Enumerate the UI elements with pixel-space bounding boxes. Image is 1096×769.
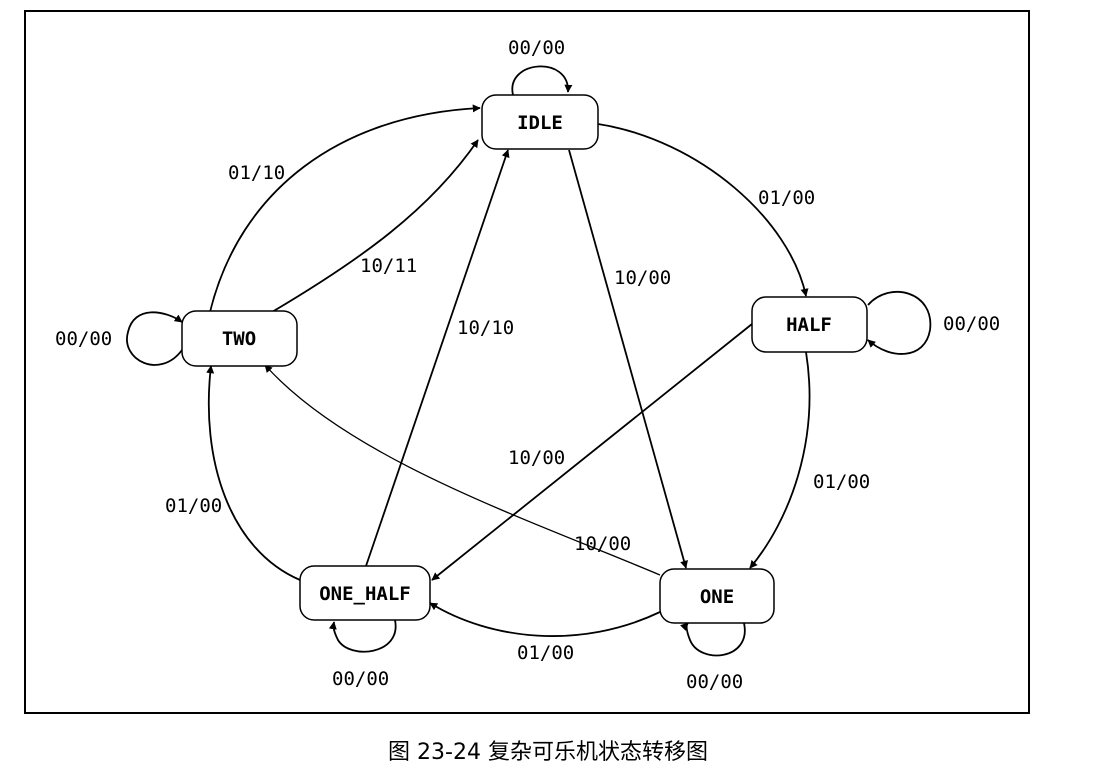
label-half-half: 00/00 [943, 313, 1000, 335]
state-one: ONE [659, 568, 775, 624]
label-onehalf-idle: 10/10 [457, 317, 514, 339]
edge-two-idle-inner [271, 139, 479, 313]
edge-half-half [867, 290, 932, 355]
edge-onehalf-two [206, 365, 301, 581]
state-one-half-label: ONE_HALF [319, 583, 411, 605]
edge-one-onehalf [429, 602, 661, 637]
label-two-idle-inner: 10/11 [360, 255, 417, 277]
edge-half-one [749, 351, 811, 569]
edge-one-two [264, 364, 661, 576]
label-one-onehalf: 01/00 [517, 642, 574, 664]
edges [126, 65, 932, 657]
edge-half-onehalf [431, 323, 753, 581]
edge-labels: 00/00 01/00 10/00 00/00 01/00 10/00 00/0… [55, 37, 1000, 693]
figure-caption: 图 23-24 复杂可乐机状态转移图 [388, 740, 708, 765]
label-two-two: 00/00 [55, 328, 112, 350]
state-idle: IDLE [481, 94, 599, 150]
label-half-one: 01/00 [813, 471, 870, 493]
state-two-box [181, 310, 298, 367]
edge-onehalf-onehalf [328, 619, 397, 653]
edge-idle-idle [511, 65, 573, 96]
label-idle-one: 10/00 [614, 267, 671, 289]
state-idle-box [481, 94, 599, 150]
state-half: HALF [751, 296, 868, 353]
label-idle-half: 01/00 [758, 187, 815, 209]
label-half-onehalf: 10/00 [508, 447, 565, 469]
edge-two-two [126, 311, 183, 366]
edge-two-idle-outer [209, 104, 481, 313]
state-two: TWO [181, 310, 298, 367]
state-half-label: HALF [786, 314, 832, 336]
label-one-one: 00/00 [686, 671, 743, 693]
edge-one-one [680, 622, 746, 657]
state-one-box [659, 568, 775, 624]
state-one-label: ONE [700, 586, 734, 608]
diagram-frame [24, 10, 1030, 714]
label-onehalf-onehalf: 00/00 [332, 668, 389, 690]
edge-onehalf-idle [365, 149, 510, 567]
edge-idle-one [568, 149, 688, 569]
state-one-half-box [299, 565, 431, 621]
label-onehalf-two: 01/00 [165, 495, 222, 517]
label-one-two: 10/00 [574, 533, 631, 555]
state-one-half: ONE_HALF [299, 565, 431, 621]
edge-idle-half [597, 123, 809, 297]
state-half-box [751, 296, 868, 353]
label-idle-idle: 00/00 [508, 37, 565, 59]
state-idle-label: IDLE [517, 112, 563, 134]
state-two-label: TWO [222, 328, 256, 350]
label-two-idle-outer: 01/10 [228, 162, 285, 184]
